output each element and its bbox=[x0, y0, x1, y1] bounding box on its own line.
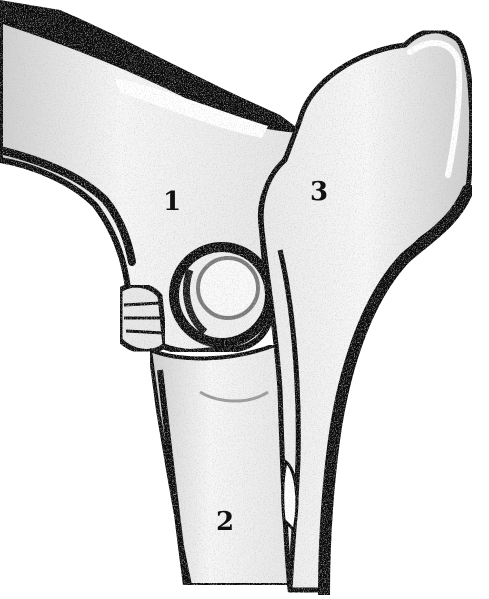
ulna-bone bbox=[261, 31, 472, 595]
label-forearm: 2 bbox=[216, 507, 234, 537]
label-ulna: 3 bbox=[310, 177, 328, 207]
radial-head bbox=[120, 285, 165, 351]
label-humerus: 1 bbox=[163, 187, 181, 217]
